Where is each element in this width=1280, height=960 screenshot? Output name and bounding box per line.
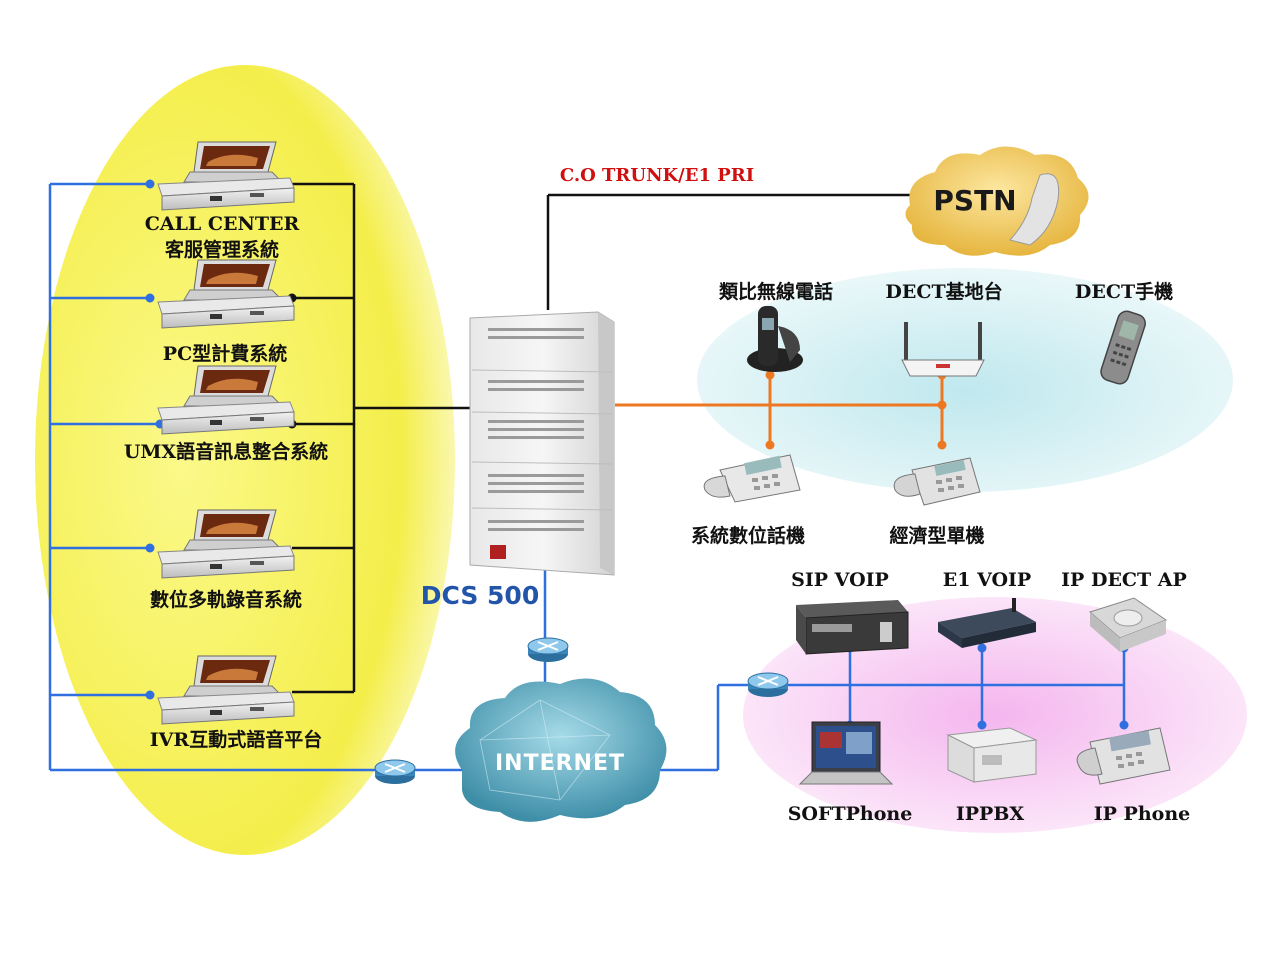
router-dcs bbox=[527, 637, 569, 663]
e1-voip-gateway bbox=[938, 598, 1036, 648]
cyan-zone bbox=[697, 268, 1233, 492]
dect-base-label: DECT基地台 bbox=[885, 281, 1003, 303]
call-center-label: CALL CENTER bbox=[144, 213, 300, 235]
dect-handset bbox=[1100, 310, 1146, 385]
yellow-zone bbox=[35, 65, 455, 855]
e1-voip-label: E1 VOIP bbox=[942, 569, 1032, 591]
trunk-label: C.O TRUNK/E1 PRI bbox=[559, 165, 755, 186]
ippbx-box bbox=[946, 727, 1038, 783]
sip-voip-label: SIP VOIP bbox=[791, 569, 889, 591]
economy-phone bbox=[893, 457, 981, 506]
umx-label: UMX語音訊息整合系統 bbox=[123, 441, 329, 463]
ip-phone bbox=[1076, 727, 1171, 785]
pstn-text: PSTN bbox=[933, 184, 1016, 217]
internet-cloud: INTERNET bbox=[455, 678, 667, 822]
ip-dect-ap bbox=[1088, 597, 1168, 652]
ippbx-label: IPPBX bbox=[955, 803, 1025, 825]
internet-text: INTERNET bbox=[495, 751, 625, 776]
dcs500-cabinet bbox=[469, 311, 615, 576]
analog-cordless-label: 類比無線電話 bbox=[718, 281, 834, 303]
ip-phone-label: IP Phone bbox=[1093, 803, 1191, 825]
softphone-laptop bbox=[798, 721, 894, 785]
router-ip bbox=[747, 672, 789, 698]
analog-cordless-phone bbox=[747, 306, 803, 372]
dcs500-label: DCS 500 bbox=[420, 581, 540, 610]
ip-dect-ap-label: IP DECT AP bbox=[1061, 569, 1187, 591]
economy-phone-label: 經濟型單機 bbox=[889, 525, 985, 547]
ivr-label: IVR互動式語音平台 bbox=[149, 729, 323, 751]
pc-billing-label: PC型計費系統 bbox=[162, 343, 288, 365]
pstn-cloud: PSTN bbox=[905, 146, 1089, 256]
system-digital-phone bbox=[703, 454, 801, 503]
recorder-label: 數位多軌錄音系統 bbox=[149, 589, 303, 611]
sip-voip-gateway bbox=[796, 600, 909, 655]
dect-handset-label: DECT手機 bbox=[1074, 281, 1174, 303]
call-center-subtitle: 客服管理系統 bbox=[164, 239, 280, 261]
softphone-label: SOFTPhone bbox=[787, 803, 913, 825]
router-left bbox=[374, 759, 416, 785]
black-bus bbox=[292, 182, 930, 694]
dect-base-station bbox=[901, 322, 985, 377]
digital-phone-label: 系統數位話機 bbox=[690, 525, 806, 547]
